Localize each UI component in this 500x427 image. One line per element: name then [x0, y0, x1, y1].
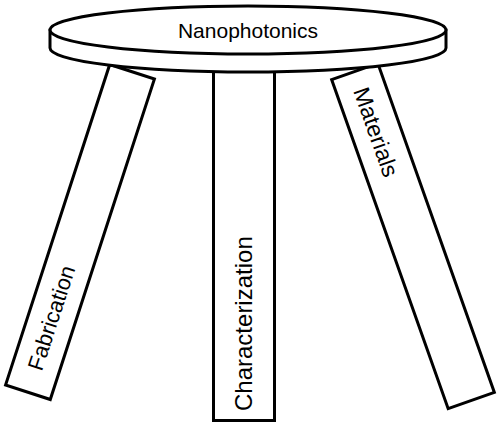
- stool-seat: Nanophotonics: [47, 3, 449, 79]
- leg-label: Materials: [348, 83, 405, 180]
- seat-label: Nanophotonics: [47, 19, 449, 43]
- stool-leg: Materials: [330, 61, 497, 410]
- leg-label: Fabrication: [23, 262, 81, 374]
- stool-leg: Characterization: [212, 66, 276, 422]
- stool-leg: Fabrication: [4, 63, 157, 402]
- leg-label: Characterization: [230, 236, 258, 411]
